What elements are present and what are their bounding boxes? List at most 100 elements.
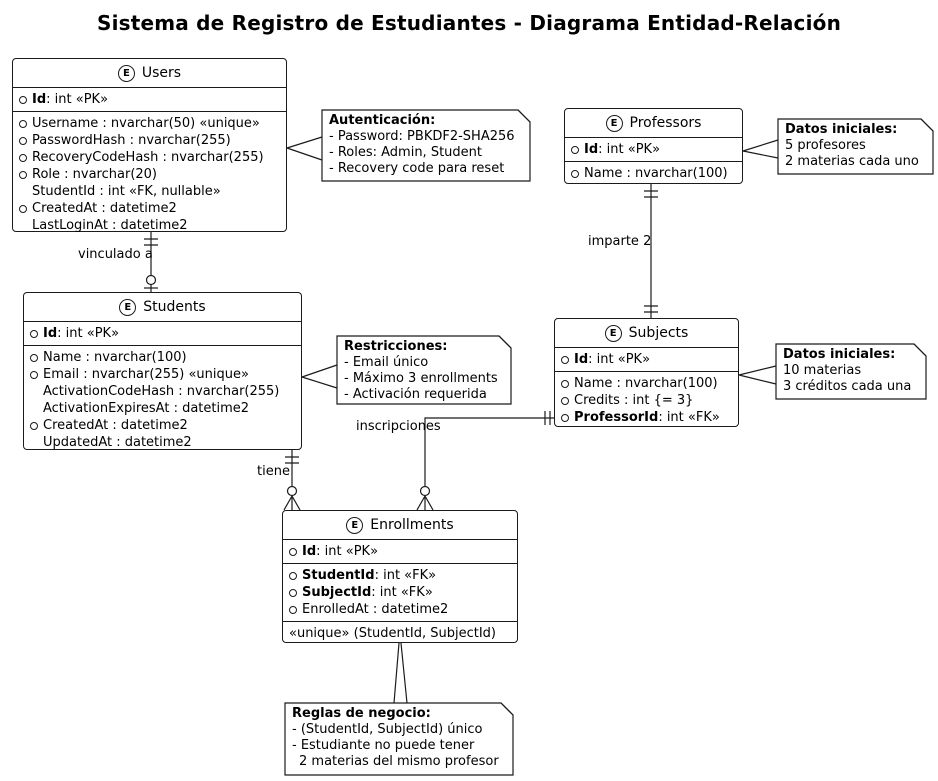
note-line: - (StudentId, SubjectId) único	[292, 722, 483, 737]
edge-label-inscripciones: inscripciones	[356, 419, 441, 434]
attribute-row: RecoveryCodeHash : nvarchar(255)	[19, 149, 280, 166]
note-title: Autenticación:	[329, 113, 436, 128]
entity-name: Students	[143, 299, 206, 315]
note-connector-users-auth	[286, 136, 323, 161]
attribute-row: ProfessorId : int «FK»	[561, 409, 732, 426]
attribute-row: Id : int «PK»	[30, 325, 295, 342]
attribute-row: CreatedAt : datetime2	[19, 200, 280, 217]
field-visibility-icon	[30, 329, 38, 338]
edge-label-vinculado-a: vinculado a	[78, 247, 153, 262]
note-restricciones: Restricciones: - Email único - Máximo 3 …	[337, 336, 511, 406]
note-shape-subj-seed	[775, 343, 927, 400]
edge-users-students	[144, 232, 158, 292]
attribute-row: Username : nvarchar(50) «unique»	[19, 115, 280, 132]
field-visibility-icon	[289, 547, 297, 556]
attribute-row: Role : nvarchar(20)	[19, 166, 280, 183]
attribute-row: LastLoginAt : datetime2	[32, 218, 188, 233]
entity-users: E Users Id : int «PK» Username : nvarcha…	[12, 58, 287, 233]
note-line: - Password: PBKDF2-SHA256	[329, 129, 515, 144]
note-shape-prof-seed	[777, 118, 934, 175]
attribute-row: ActivationExpiresAt : datetime2	[43, 401, 250, 416]
note-shape-constraints	[336, 335, 512, 405]
note-connector-subjects-seed	[738, 365, 777, 385]
field-visibility-icon	[289, 571, 297, 580]
entity-icon: E	[117, 64, 135, 82]
field-visibility-icon	[19, 170, 27, 179]
note-connector-students-constraints	[301, 364, 338, 389]
attribute-row: Credits : int {= 3}	[561, 392, 732, 409]
attribute-row: Id : int «PK»	[289, 543, 511, 560]
entity-students-attrs-section: Name : nvarchar(100) Email : nvarchar(25…	[24, 345, 301, 454]
entity-subjects-pk-section: Id : int «PK»	[555, 347, 738, 371]
entity-enrollments: E Enrollments Id : int «PK» StudentId : …	[282, 510, 518, 643]
note-line: 2 materias del mismo profesor	[299, 754, 499, 769]
note-title: Datos iniciales:	[783, 347, 896, 362]
unique-constraint-row: «unique» (StudentId, SubjectId)	[289, 626, 496, 641]
note-line: - Email único	[344, 355, 429, 370]
field-visibility-icon	[19, 153, 27, 162]
entity-name: Users	[141, 65, 182, 81]
note-datos-iniciales-profesores: Datos iniciales: 5 profesores 2 materias…	[778, 119, 933, 173]
note-line: 5 profesores	[785, 138, 866, 153]
edge-label-imparte-2: imparte 2	[588, 234, 652, 249]
entity-enrollments-header: E Enrollments	[283, 511, 517, 539]
field-visibility-icon	[289, 588, 297, 597]
entity-users-pk-section: Id : int «PK»	[13, 87, 286, 111]
entity-enrollments-attrs-section: StudentId : int «FK» SubjectId : int «FK…	[283, 563, 517, 621]
attribute-row: StudentId : int «FK»	[289, 567, 511, 584]
note-shape-auth	[321, 109, 531, 182]
field-visibility-icon	[571, 145, 579, 154]
entity-icon: E	[119, 298, 137, 316]
field-visibility-icon	[30, 421, 38, 430]
attribute-row: Id : int «PK»	[19, 91, 280, 108]
entity-professors-header: E Professors	[565, 109, 742, 137]
attribute-row: Name : nvarchar(100)	[30, 349, 295, 366]
note-line: - Máximo 3 enrollments	[344, 371, 498, 386]
field-visibility-icon	[561, 355, 569, 364]
edge-label-tiene: tiene	[257, 464, 290, 479]
note-title: Restricciones:	[344, 339, 448, 354]
entity-enrollments-unique-section: «unique» (StudentId, SubjectId)	[283, 621, 517, 645]
entity-students-header: E Students	[24, 293, 301, 321]
entity-users-attrs-section: Username : nvarchar(50) «unique» Passwor…	[13, 111, 286, 237]
attribute-row: ActivationCodeHash : nvarchar(255)	[43, 384, 280, 399]
field-visibility-icon	[561, 379, 569, 388]
attribute-row: CreatedAt : datetime2	[30, 417, 295, 434]
note-line: - Roles: Admin, Student	[329, 145, 482, 160]
attribute-row: Name : nvarchar(100)	[571, 165, 736, 182]
note-datos-iniciales-materias: Datos iniciales: 10 materias 3 créditos …	[776, 344, 926, 398]
note-shape-rules	[284, 702, 514, 776]
field-visibility-icon	[561, 396, 569, 405]
entity-professors: E Professors Id : int «PK» Name : nvarch…	[564, 108, 743, 184]
note-autenticacion: Autenticación: - Password: PBKDF2-SHA256…	[322, 110, 530, 180]
entity-subjects-attrs-section: Name : nvarchar(100) Credits : int {= 3}…	[555, 371, 738, 429]
attribute-row: PasswordHash : nvarchar(255)	[19, 132, 280, 149]
field-visibility-icon	[561, 413, 569, 422]
attribute-row: Name : nvarchar(100)	[561, 375, 732, 392]
entity-icon: E	[605, 114, 623, 132]
attribute-row: Email : nvarchar(255) «unique»	[30, 366, 295, 383]
entity-name: Enrollments	[370, 517, 454, 533]
attribute-row: Id : int «PK»	[561, 351, 732, 368]
note-line: - Activación requerida	[344, 387, 487, 402]
field-visibility-icon	[30, 370, 38, 379]
attribute-row: UpdatedAt : datetime2	[43, 435, 192, 450]
note-title: Reglas de negocio:	[292, 706, 431, 721]
note-shapes	[284, 109, 934, 776]
attribute-row: Id : int «PK»	[571, 141, 736, 158]
entity-subjects: E Subjects Id : int «PK» Name : nvarchar…	[554, 318, 739, 427]
attribute-row: EnrolledAt : datetime2	[289, 601, 511, 618]
attribute-row: SubjectId : int «FK»	[289, 584, 511, 601]
note-line: 2 materias cada uno	[785, 154, 919, 169]
entity-icon: E	[604, 324, 622, 342]
edge-subjects-enrollments	[416, 411, 554, 511]
edge-students-enrollments	[283, 450, 301, 511]
entity-professors-attrs-section: Name : nvarchar(100)	[565, 161, 742, 185]
edge-professors-subjects	[644, 184, 658, 318]
entity-subjects-header: E Subjects	[555, 319, 738, 347]
field-visibility-icon	[19, 136, 27, 145]
field-visibility-icon	[19, 95, 27, 104]
note-title: Datos iniciales:	[785, 122, 898, 137]
entity-users-header: E Users	[13, 59, 286, 87]
